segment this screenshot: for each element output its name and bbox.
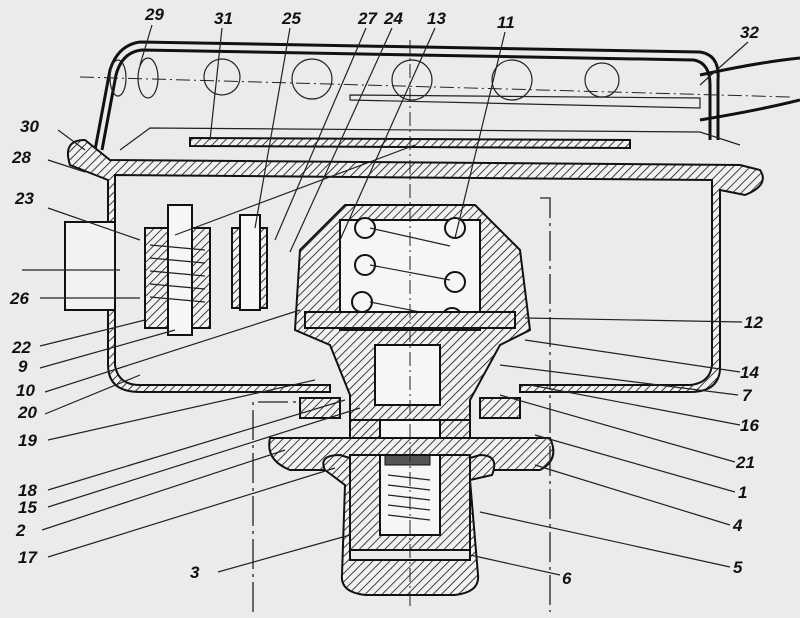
label-22: 22	[11, 338, 31, 357]
label-31: 31	[214, 9, 233, 28]
valve-body	[268, 204, 555, 551]
label-5: 5	[733, 558, 743, 577]
label-25: 25	[281, 9, 301, 28]
leader-lines	[39, 24, 749, 576]
label-27: 27	[357, 9, 378, 28]
label-15: 15	[18, 498, 37, 517]
label-11: 11	[497, 13, 515, 32]
label-7: 7	[742, 386, 753, 405]
label-6: 6	[562, 569, 572, 588]
label-13: 13	[427, 9, 446, 28]
label-18: 18	[18, 481, 37, 500]
label-29: 29	[144, 5, 164, 24]
label-19: 19	[18, 431, 37, 450]
label-16: 16	[740, 416, 759, 435]
label-26: 26	[9, 289, 29, 308]
part-labels: 29 31 25 27 24 13 11 32 30 28 23 26 22 9…	[9, 5, 763, 588]
lower-cap	[322, 453, 496, 596]
label-28: 28	[11, 148, 31, 167]
cover	[79, 40, 800, 151]
label-4: 4	[732, 516, 743, 535]
label-32: 32	[740, 23, 759, 42]
label-1: 1	[738, 483, 747, 502]
label-2: 2	[15, 521, 26, 540]
screw-spring-assembly	[144, 144, 416, 336]
label-17: 17	[18, 548, 38, 567]
label-3: 3	[190, 563, 200, 582]
label-30: 30	[20, 117, 39, 136]
body-housing	[22, 138, 764, 393]
label-14: 14	[740, 363, 759, 382]
label-12: 12	[744, 313, 763, 332]
label-9: 9	[18, 357, 28, 376]
label-23: 23	[14, 189, 34, 208]
label-20: 20	[17, 403, 37, 422]
label-24: 24	[383, 9, 403, 28]
label-21: 21	[735, 453, 755, 472]
label-10: 10	[16, 381, 35, 400]
